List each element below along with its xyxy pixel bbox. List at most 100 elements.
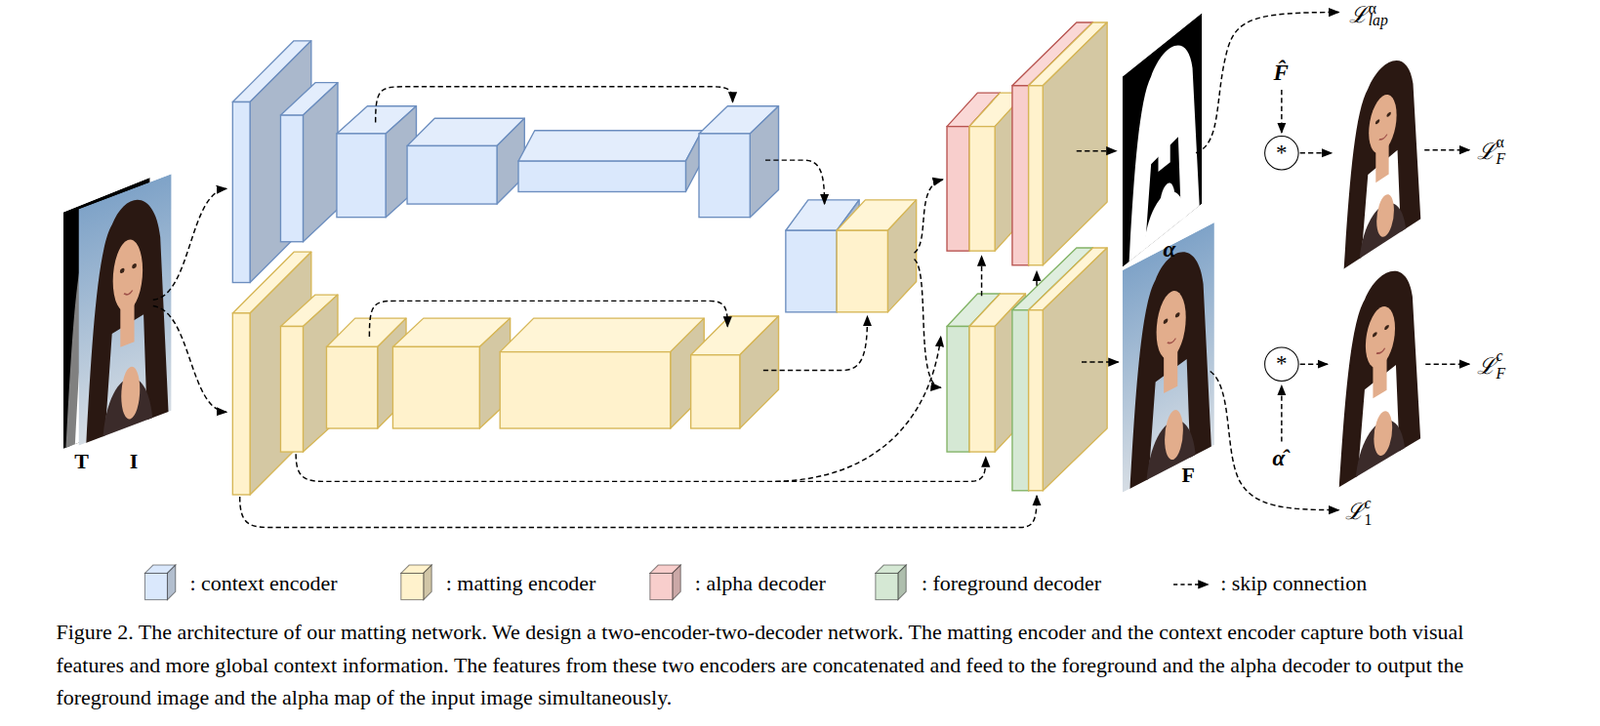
dashed-arrow [1424,149,1470,151]
swatch-front [650,573,673,600]
block-front [280,326,303,452]
face-shape [1368,86,1396,162]
dashed-arrow [1195,12,1339,154]
eye [1384,324,1390,331]
mouth [1379,134,1388,142]
block-side [302,82,338,243]
legend-text: : matting encoder [446,571,597,596]
image-content [1122,222,1215,493]
dashed-arrow [1081,361,1119,363]
dashed-arrow [1210,370,1340,510]
swatch-side [166,565,175,601]
layer-block [280,82,338,243]
loss-symbol: ℒ [1476,353,1496,379]
comp-image [1331,241,1424,496]
legend-swatch [874,563,910,603]
mouth [1376,348,1385,356]
block-front [1028,85,1044,266]
dashed-arrow [295,453,986,482]
block-front [946,326,970,452]
image-ground [1122,222,1215,493]
dashed-arrow [375,86,734,124]
block-front [499,352,671,429]
operator-symbol: * [1275,141,1287,165]
operator-symbol: * [1275,353,1287,376]
legend-text: : context encoder [189,571,337,596]
dashed-arrow [1300,152,1332,154]
hair-shape [85,186,169,446]
loss-symbol: ℒ [1476,138,1496,165]
face-shape [1151,72,1178,151]
legend-swatch [143,563,179,603]
face-shape [113,234,143,317]
dashed-arrow [1280,89,1282,133]
hair-shape [1343,41,1421,273]
dashed-arrow [369,300,728,337]
image-ground [1122,12,1203,268]
loss-subscript: F [1495,151,1506,169]
dashed-arrow [1035,271,1037,287]
block-front [1012,310,1029,492]
block-front [836,230,888,313]
dashed-arrow [1280,385,1282,442]
image-content [1331,241,1424,493]
block-front [1012,85,1029,266]
block-side [739,316,780,429]
multiply-circle: * [1264,135,1300,171]
swatch-shade [898,565,906,601]
block-top [499,318,704,352]
block-top [518,130,702,162]
alpha-map-node: α [1122,12,1203,268]
image-label: I [129,449,139,474]
block-front [232,102,250,284]
hands-shape [121,363,140,423]
dashed-arrow [981,255,983,296]
layer-block [232,41,311,284]
block-front [407,145,497,205]
swatch-front [144,573,167,600]
layer-block [698,106,780,218]
swatch-side [423,565,432,601]
dashed-arrow [153,306,227,413]
body-shape [1358,190,1406,263]
dashed-arrow [1300,363,1328,365]
layer-block [1028,22,1108,266]
loss-superscript: c [1495,347,1503,366]
layer-block [499,318,704,429]
loss-superscript: c [1364,494,1372,513]
dashed-arrow [240,495,1037,528]
image-content [1336,30,1424,274]
hair-shape [1128,24,1200,267]
swatch-shade [672,565,681,601]
image-label: F [1181,463,1194,489]
legend-text: : alpha decoder [695,571,826,596]
loss-subscript: 1 [1364,512,1373,531]
eye [1375,118,1380,125]
hands-shape [1373,406,1393,460]
image-content [78,173,171,447]
photo-image [78,173,171,452]
layer-block [336,106,417,218]
face-shape [1365,298,1395,375]
dashed-arrow [775,336,941,482]
mouth [123,290,133,297]
hands-shape [1164,406,1184,465]
swatch-side [672,565,681,601]
swatch-shade [166,565,175,601]
image-ground [1336,30,1424,274]
image-label: α [1163,237,1177,263]
photo-image [1122,222,1215,497]
block-front [518,161,686,192]
dashed-arrow [763,316,868,370]
loss-subscript: F [1495,365,1506,383]
eye [120,267,125,275]
hands-shape [1158,177,1175,233]
layer-block [836,200,917,313]
block-front [969,126,995,252]
comp-image [1336,30,1424,278]
legend-swatch [649,563,685,603]
eye [131,262,137,270]
eye [1175,311,1181,319]
